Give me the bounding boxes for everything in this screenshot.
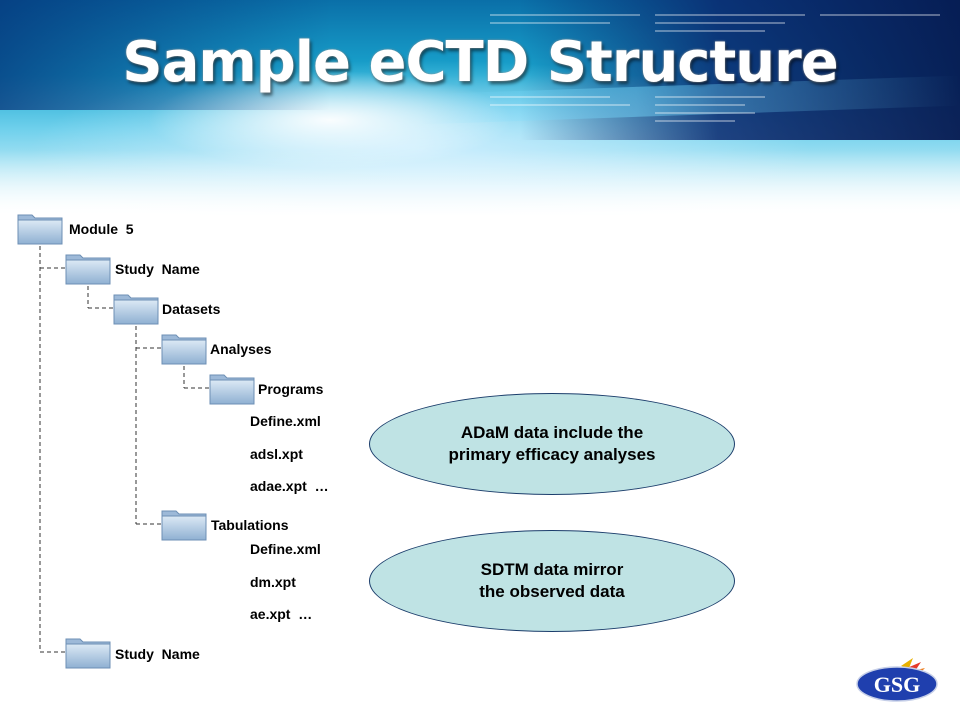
study-name-label: Study Name — [115, 261, 200, 277]
folder-icon — [17, 214, 63, 245]
sdtm-callout-text: SDTM data mirror the observed data — [479, 560, 625, 601]
folder-icon — [65, 254, 111, 285]
file-adae-xpt: adae.xpt … — [250, 478, 329, 494]
header-banner — [0, 0, 960, 220]
file-ae-xpt: ae.xpt … — [250, 606, 313, 622]
file-adsl-xpt: adsl.xpt — [250, 446, 303, 462]
folder-icon — [209, 374, 255, 405]
tabulations-label: Tabulations — [211, 517, 289, 533]
sdtm-callout: SDTM data mirror the observed data — [369, 530, 735, 632]
folder-icon — [113, 294, 159, 325]
analyses-label: Analyses — [210, 341, 272, 357]
adam-callout-text: ADaM data include the primary efficacy a… — [448, 423, 656, 464]
module-label: Module 5 — [69, 221, 134, 237]
file-dm-xpt: dm.xpt — [250, 574, 296, 590]
file-define-xml: Define.xml — [250, 413, 321, 429]
study-name-label: Study Name — [115, 646, 200, 662]
slide-title: Sample eCTD Structure — [122, 30, 839, 95]
logo-text: GSG — [874, 672, 920, 697]
folder-icon — [161, 510, 207, 541]
adam-callout: ADaM data include the primary efficacy a… — [369, 393, 735, 495]
programs-label: Programs — [258, 381, 324, 397]
datasets-label: Datasets — [162, 301, 221, 317]
folder-icon — [161, 334, 207, 365]
file-define-xml: Define.xml — [250, 541, 321, 557]
folder-icon — [65, 638, 111, 669]
gsg-logo: GSG — [856, 658, 938, 702]
